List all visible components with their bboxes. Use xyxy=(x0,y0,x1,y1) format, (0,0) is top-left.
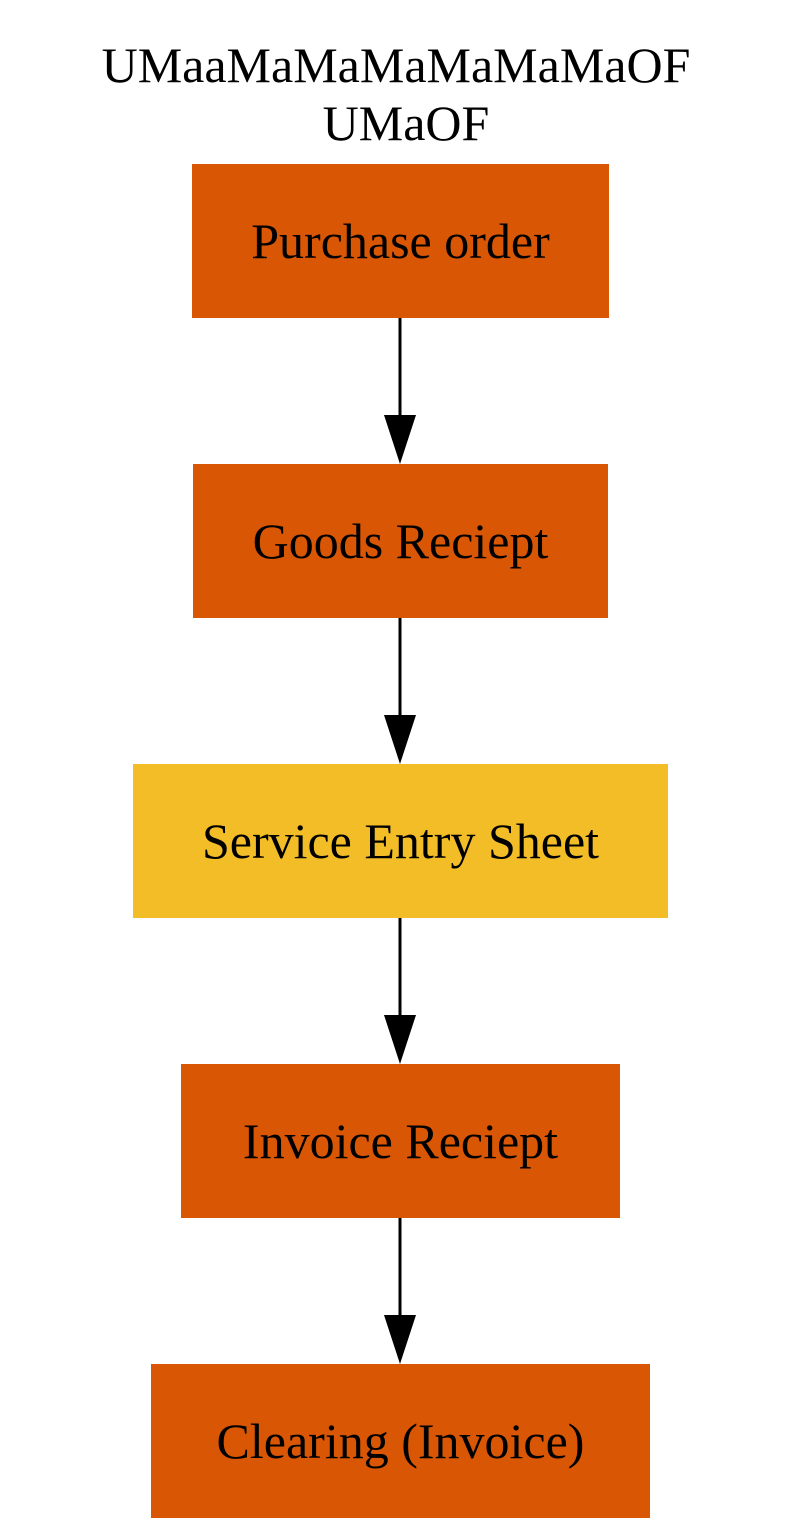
node-service-entry-sheet: Service Entry Sheet xyxy=(133,764,668,918)
edge-invoice-receipt-to-clearing-invoice xyxy=(384,1218,416,1364)
edge-goods-receipt-to-service-entry-sheet xyxy=(384,618,416,764)
node-label-invoice-receipt: Invoice Reciept xyxy=(243,1113,558,1169)
node-box-goods-receipt xyxy=(193,464,608,618)
diagram-title-line-1: UMaaMaMaMaMaMaMaOF xyxy=(102,37,691,93)
node-label-service-entry-sheet: Service Entry Sheet xyxy=(202,813,599,869)
node-purchase-order: Purchase order xyxy=(192,164,609,318)
diagram-title-line-2: UMaOF xyxy=(323,95,490,151)
node-label-goods-receipt: Goods Reciept xyxy=(253,513,549,569)
node-invoice-receipt: Invoice Reciept xyxy=(181,1064,620,1218)
node-goods-receipt: Goods Reciept xyxy=(193,464,608,618)
node-box-invoice-receipt xyxy=(181,1064,620,1218)
edge-service-entry-sheet-to-invoice-receipt xyxy=(384,918,416,1064)
edge-purchase-order-to-goods-receipt xyxy=(384,318,416,464)
node-box-service-entry-sheet xyxy=(133,764,668,918)
edge-arrowhead xyxy=(384,1315,416,1364)
node-label-purchase-order: Purchase order xyxy=(251,213,550,269)
edge-arrowhead xyxy=(384,1015,416,1064)
edge-arrowhead xyxy=(384,415,416,464)
node-label-clearing-invoice: Clearing (Invoice) xyxy=(217,1413,585,1469)
node-box-clearing-invoice xyxy=(151,1364,650,1518)
edge-arrowhead xyxy=(384,715,416,764)
node-box-purchase-order xyxy=(192,164,609,318)
edges-layer xyxy=(384,318,416,1364)
node-clearing-invoice: Clearing (Invoice) xyxy=(151,1364,650,1518)
